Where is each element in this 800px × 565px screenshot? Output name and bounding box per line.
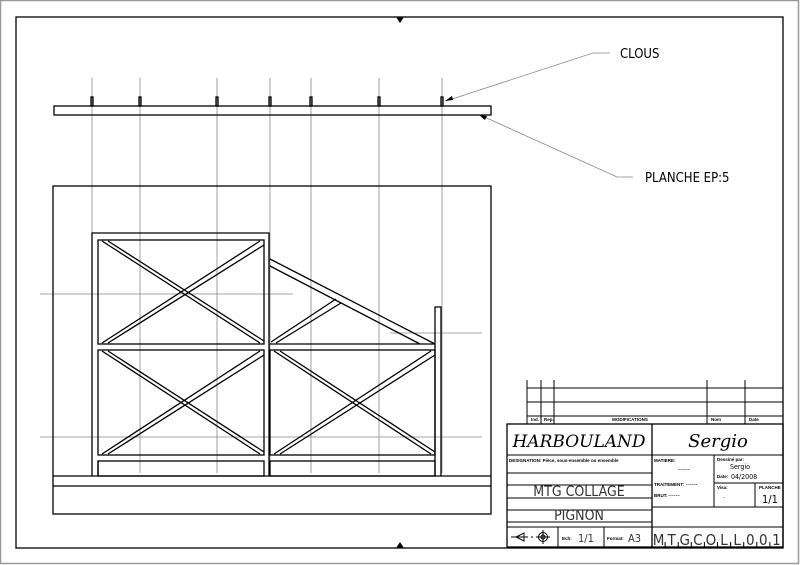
drawing-number-char: L	[733, 531, 741, 549]
header-modifications: MODIFICATIONS	[612, 417, 648, 422]
construction-lines	[40, 78, 482, 473]
title-block	[506, 380, 784, 548]
drawing-number-char: T	[667, 531, 677, 549]
dessine-label: Dessiné par:	[717, 457, 745, 462]
date-value: 04/2008	[731, 473, 757, 481]
visa-label: Visa:	[717, 485, 728, 490]
visa-value: .	[723, 492, 725, 500]
drawing-number-char: C	[693, 531, 702, 549]
matiere-label: MATIERE:	[654, 458, 676, 463]
drawing-number-char: 0	[746, 531, 755, 549]
drawing-number-char: O	[706, 531, 717, 549]
title-line-2: PIGNON	[554, 508, 604, 524]
drawing-number-char: M	[653, 531, 665, 549]
format-label: Format:	[607, 536, 624, 541]
projection-symbol-icon	[511, 530, 550, 544]
matiere-value: ------	[678, 466, 690, 473]
gable-frame	[52, 185, 492, 515]
header-nom: Nom	[711, 417, 721, 422]
traitement-label: TRAITEMENT:	[654, 482, 684, 487]
drawing-frame	[15, 16, 784, 549]
brut-label: BRUT:	[654, 493, 668, 498]
planche-label: PLANCHE	[759, 485, 781, 490]
designation-label: DESIGNATION: Pièce, sous-ensemble ou ens…	[509, 458, 619, 463]
leader-plank	[479, 114, 633, 178]
drawing-number-char: 0	[759, 531, 768, 549]
title-line-1: MTG COLLAGE	[533, 484, 625, 500]
author-big: Sergio	[688, 431, 748, 452]
date-label: Date:	[717, 474, 729, 479]
brut-value: ------	[668, 492, 680, 499]
bottom-center-mark	[396, 542, 404, 548]
dessine-value: Sergio	[730, 463, 750, 471]
planche-value: 1/1	[762, 493, 778, 506]
echelle-label: Ech:	[562, 536, 572, 541]
leader-nails	[445, 52, 610, 102]
company-name: HARBOULAND	[511, 432, 645, 452]
header-rep: Rep.	[544, 417, 554, 422]
top-center-mark	[396, 17, 404, 23]
drawing-number-char: G	[680, 531, 690, 549]
traitement-value: ------	[686, 481, 698, 488]
format-value: A3	[628, 532, 641, 545]
header-ind: Ind.	[531, 417, 539, 422]
plank-top-view	[53, 96, 492, 116]
label-plank: PLANCHE EP:5	[645, 171, 730, 186]
echelle-value: 1/1	[578, 532, 594, 545]
drawing-number-char: 1	[772, 531, 781, 549]
drawing-number-char: L	[720, 531, 728, 549]
header-date: Date	[749, 417, 759, 422]
label-nails: CLOUS	[620, 47, 659, 62]
